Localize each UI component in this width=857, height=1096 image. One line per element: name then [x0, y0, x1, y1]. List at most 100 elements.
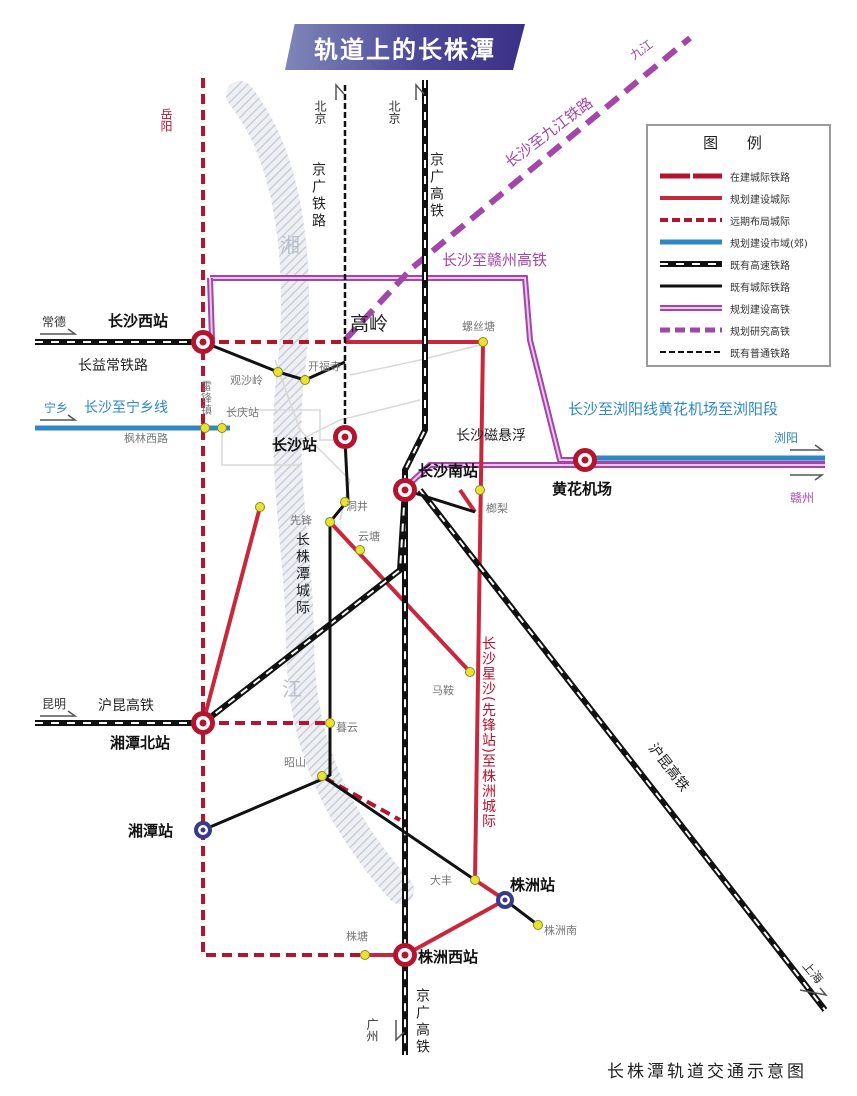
label-leifeng: 雷锋镇	[200, 380, 213, 416]
label-yueyang: 岳阳	[159, 108, 173, 132]
label-cs-ganzhou: 长沙至赣州高铁	[442, 251, 547, 269]
label-maglev: 长沙磁悬浮	[456, 428, 526, 444]
legend-row: 规划建设市域(郊)	[660, 232, 808, 252]
label-changsha: 长沙站	[272, 436, 317, 454]
stop-dot-yuli	[475, 485, 485, 495]
legend-row: 规划建设城际	[660, 188, 790, 208]
legend-row: 规划研究高铁	[660, 320, 790, 340]
stop-labels: 开福寺 观沙岭 长庆站 枫林西路 螺丝塘 洞井 云塘 先锋 榔梨 马鞍 暮云 昭…	[124, 319, 577, 943]
stop-dot-zhuzhou-south	[533, 920, 543, 930]
label-dongjing: 洞井	[346, 499, 368, 513]
legend-swatch	[660, 305, 722, 311]
legend-row: 既有普通铁路	[660, 342, 790, 362]
legend-swatch	[660, 218, 722, 222]
legend-label: 规划建设城际	[730, 194, 790, 206]
station-icon	[496, 891, 514, 909]
label-dafeng: 大丰	[430, 873, 452, 887]
suburban-lines	[35, 425, 825, 461]
station-icon	[194, 821, 212, 839]
stop-dot-kaifusi	[300, 375, 310, 385]
label-cs-jiujiang: 长沙至九江铁路	[502, 94, 597, 172]
label-changsha-south: 长沙南站	[418, 462, 478, 480]
legend-label: 规划研究高铁	[730, 326, 790, 338]
stop-dot-guanshaling	[273, 367, 283, 377]
legend-title: 图 例	[703, 134, 774, 152]
zhaoshan-dashed	[324, 776, 401, 822]
label-kaifusi: 开福寺	[308, 359, 341, 373]
legend-label: 规划建设市域(郊)	[730, 238, 808, 250]
station-icon	[573, 448, 597, 472]
legend-swatch	[660, 351, 722, 353]
legend-row: 规划建设高铁	[660, 298, 790, 318]
stop-dot-zhaoshan	[317, 771, 327, 781]
legend-label: 规划建设高铁	[730, 304, 790, 316]
minor-stops	[200, 337, 543, 960]
cs-jiujiang-research-line	[342, 35, 692, 343]
legend-swatch	[660, 284, 722, 288]
label-maqiao: 马鞍	[432, 683, 454, 697]
stop-dot-changqing	[217, 423, 227, 433]
station-icon	[333, 425, 357, 449]
legend-label: 既有普通铁路	[730, 348, 790, 360]
station-icon	[191, 330, 215, 354]
direction-arrows	[40, 83, 828, 1042]
label-changde: 常德	[42, 314, 66, 329]
legend-swatch	[660, 261, 722, 267]
legend-swatch	[660, 327, 722, 333]
label-xiang-2: 江	[282, 677, 302, 701]
label-changqing: 长庆站	[226, 405, 259, 419]
label-cs-liuyang: 长沙至浏阳线黄花机场至浏阳段	[568, 400, 778, 418]
station-icon	[393, 478, 417, 502]
west-longterm-intercity	[201, 78, 365, 957]
label-zhuzhou: 株洲站	[510, 876, 555, 894]
label-jingguang-hsr-bottom: 京广高铁	[414, 988, 430, 1056]
legend-row: 在建城际铁路	[660, 166, 790, 186]
stop-dot-luositang	[478, 337, 488, 347]
label-zhaoshan: 昭山	[284, 756, 306, 769]
stop-dot-maqiao	[465, 667, 475, 677]
map-caption: 长株潭轨道交通示意图	[607, 1062, 807, 1082]
label-yuntang: 云塘	[358, 529, 380, 543]
label-changsha-west: 长沙西站	[108, 312, 168, 330]
label-cs-ningxiang: 长沙至宁乡线	[84, 399, 168, 416]
label-ganzhou: 赣州	[790, 491, 814, 505]
stop-dot-zhutang	[360, 950, 370, 960]
label-xiang-1: 湘	[280, 233, 300, 257]
map-title: 轨道上的长株潭	[314, 35, 496, 64]
legend-label: 既有城际铁路	[730, 282, 790, 294]
stop-dot-west-branch	[255, 502, 265, 512]
label-jingguang-hsr-top: 京广高铁	[428, 152, 444, 220]
legend-swatch	[660, 239, 722, 245]
label-luositang: 螺丝塘	[462, 319, 495, 333]
label-gaoling: 高岭	[350, 313, 388, 335]
label-kunming: 昆明	[42, 697, 66, 711]
stop-dot-leifeng	[200, 423, 210, 433]
stop-dot-yuntang	[355, 545, 365, 555]
label-fenglin: 枫林西路	[124, 431, 168, 445]
legend-label: 既有高速铁路	[730, 260, 790, 272]
label-xianfeng: 先锋	[290, 514, 312, 527]
legend-swatch	[660, 173, 722, 179]
station-labels: 长沙西站 长沙站 长沙南站 黄花机场 湘潭北站 湘潭站 株洲站 株洲西站	[108, 312, 612, 966]
label-liuyang: 浏阳	[774, 431, 798, 445]
label-beijing-1: 北京	[313, 100, 327, 125]
label-jingguang-railway: 京广铁路	[310, 162, 326, 230]
label-xiangtan-north: 湘潭北站	[110, 734, 170, 752]
legend-row: 既有城际铁路	[660, 276, 790, 296]
stop-dot-dongjing	[340, 497, 350, 507]
title-banner: 轨道上的长株潭	[285, 24, 525, 70]
stop-dot-dafeng	[470, 875, 480, 885]
label-ningxiang: 宁乡	[44, 400, 68, 415]
label-changyichang: 长益常铁路	[78, 358, 148, 374]
label-jiujiang: 九江	[628, 37, 656, 62]
legend-box: 图 例 在建城际铁路 规划建设城际 远期布局城际 规划建设市域(郊) 既有高速铁…	[646, 124, 831, 367]
label-zhuzhou-west: 株洲西站	[418, 948, 478, 966]
label-huanghua-airport: 黄花机场	[552, 480, 612, 498]
legend-swatch	[660, 196, 722, 200]
label-guanshaling: 观沙岭	[230, 373, 263, 387]
line-labels: 京广铁路 京广高铁 京广高铁 长益常铁路 沪昆高铁 长沙磁悬浮 长株潭城际	[78, 152, 526, 1056]
label-zhutang: 株塘	[346, 929, 368, 943]
station-icon	[191, 711, 215, 735]
